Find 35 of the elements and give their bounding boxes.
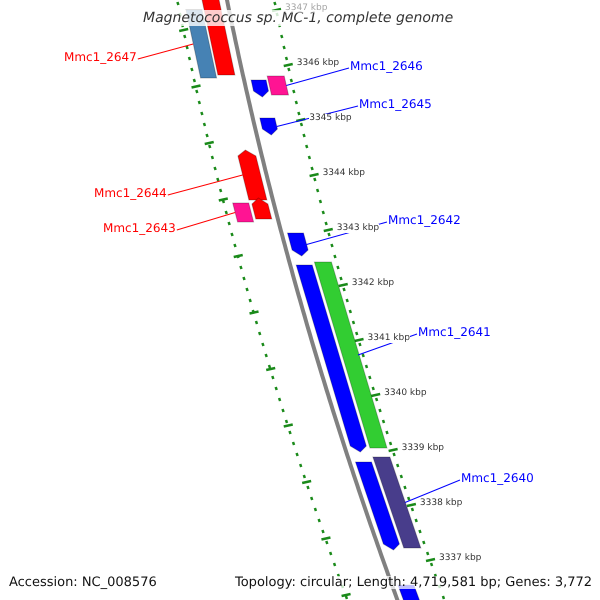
gene-label: Mmc1_2643 [103, 222, 176, 234]
gene-block [354, 462, 400, 551]
gene-block [372, 456, 422, 548]
leader-line [176, 212, 236, 230]
gene-label: Mmc1_2647 [64, 51, 137, 63]
leader-line [167, 174, 244, 196]
gene-block [286, 232, 309, 257]
tick-label: 3341 kbp [368, 334, 410, 343]
leader-line [137, 44, 194, 60]
tick-label: 3347 kbp [285, 4, 328, 13]
tick-label: 3345 kbp [309, 114, 352, 123]
tick-label: 3342 kbp [352, 279, 394, 288]
tick-label: 3337 kbp [438, 554, 482, 563]
gene-block [250, 80, 270, 98]
tick-label: 3338 kbp [420, 499, 462, 508]
leader-line [286, 68, 350, 86]
gene-label: Mmc1_2645 [359, 98, 432, 110]
leader-line [404, 480, 460, 503]
gene-label: Mmc1_2640 [461, 472, 534, 484]
tick-label: 3346 kbp [296, 59, 340, 68]
gene-label: Mmc1_2642 [388, 214, 461, 226]
gene-block [232, 202, 254, 222]
gene-block [259, 118, 278, 136]
tick-label: 3343 kbp [336, 224, 380, 233]
gene-label: Mmc1_2646 [350, 60, 423, 72]
gene-label: Mmc1_2641 [418, 326, 491, 338]
gene-label: Mmc1_2644 [94, 187, 167, 199]
tick-label: 3344 kbp [322, 169, 365, 178]
tick-label: 3340 kbp [384, 389, 427, 398]
footer-text: Accession: NC_008576 [9, 576, 157, 589]
footer-text: Topology: circular; Length: 4,719,581 bp; Genes: 3,772 [235, 576, 592, 589]
gene-block [251, 197, 272, 220]
gene-block [266, 76, 290, 96]
title: Magnetococcus sp. MC-1, complete genome [141, 10, 456, 26]
tick-label: 3339 kbp [402, 444, 444, 453]
